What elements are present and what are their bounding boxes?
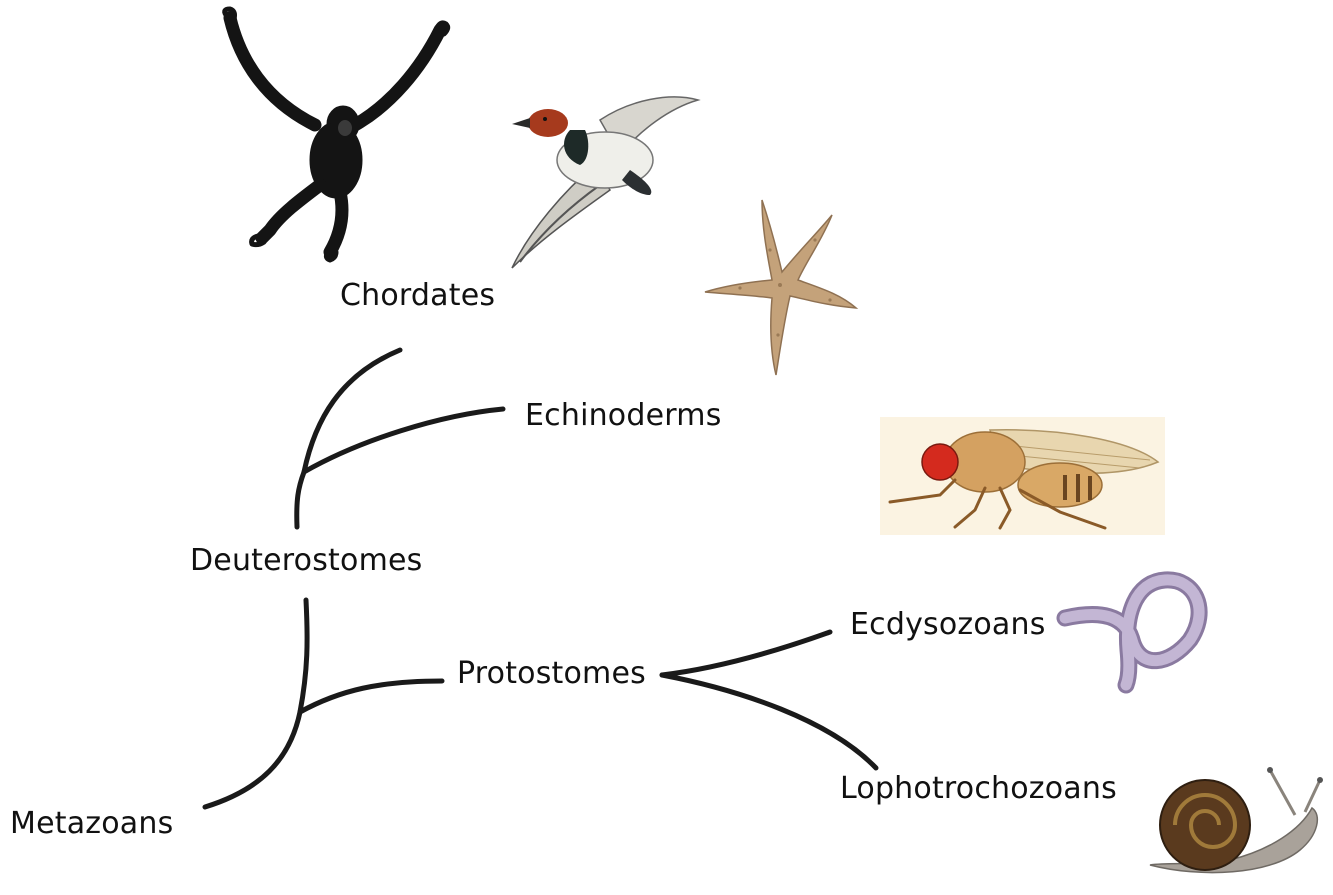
- lophotrochozoans-label: Lophotrochozoans: [840, 771, 1117, 806]
- branch-to-ecdysozoans: [662, 632, 830, 675]
- gibbon-illustration: [225, 9, 448, 260]
- echinoderms-label: Echinoderms: [525, 398, 722, 433]
- nematode-illustration: [1065, 580, 1199, 685]
- branch-to-lophotrochozoans: [662, 675, 876, 768]
- ecdysozoans-label: Ecdysozoans: [850, 607, 1046, 642]
- branch-to-chordates: [304, 350, 400, 472]
- branch-to-deuterostomes: [300, 600, 307, 712]
- chordates-label: Chordates: [340, 278, 495, 313]
- metazoans-label: Metazoans: [10, 806, 173, 841]
- protostomes-label: Protostomes: [457, 656, 646, 691]
- fruit-fly-illustration: [880, 417, 1165, 535]
- branch-to-echinoderms: [304, 409, 503, 472]
- deuterostomes-label: Deuterostomes: [190, 543, 422, 578]
- snail-illustration: [1150, 767, 1323, 873]
- branch-deuterostome-stem: [297, 472, 304, 527]
- duck-illustration: [512, 97, 698, 268]
- branch-metazoans: [205, 712, 300, 807]
- starfish-illustration: [705, 200, 856, 375]
- branch-to-protostomes: [300, 681, 442, 712]
